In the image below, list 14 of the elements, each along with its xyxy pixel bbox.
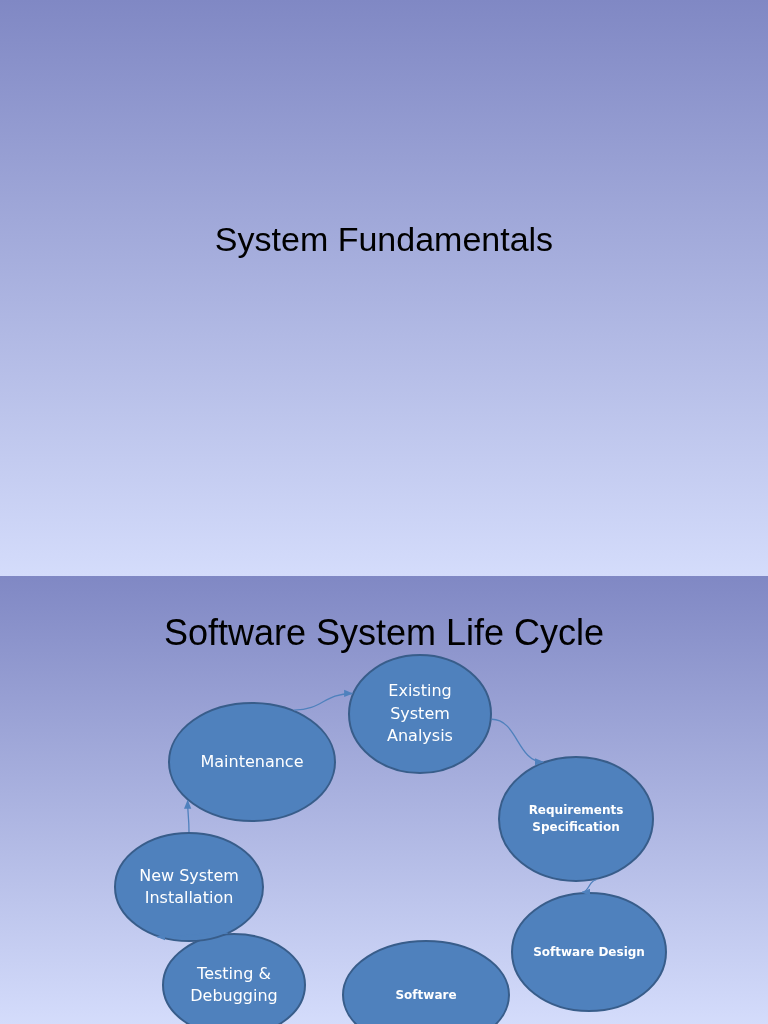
node-label: Maintenance <box>199 750 305 773</box>
node-label: Software Design <box>532 943 646 961</box>
arrow <box>184 799 192 833</box>
arrow <box>581 879 597 895</box>
slide-title: Software System Life Cycle <box>162 612 606 654</box>
arrow <box>293 690 354 711</box>
node-label: Testing & Debugging <box>189 962 279 1007</box>
arrow <box>491 718 544 765</box>
arrow <box>156 932 229 941</box>
node-label: Software <box>394 986 458 1004</box>
node-label: Existing System Analysis <box>386 680 454 748</box>
slide-title: System Fundamentals <box>213 220 555 259</box>
node-label: New System Installation <box>138 864 240 909</box>
node-label: Requirements Specification <box>527 802 625 836</box>
